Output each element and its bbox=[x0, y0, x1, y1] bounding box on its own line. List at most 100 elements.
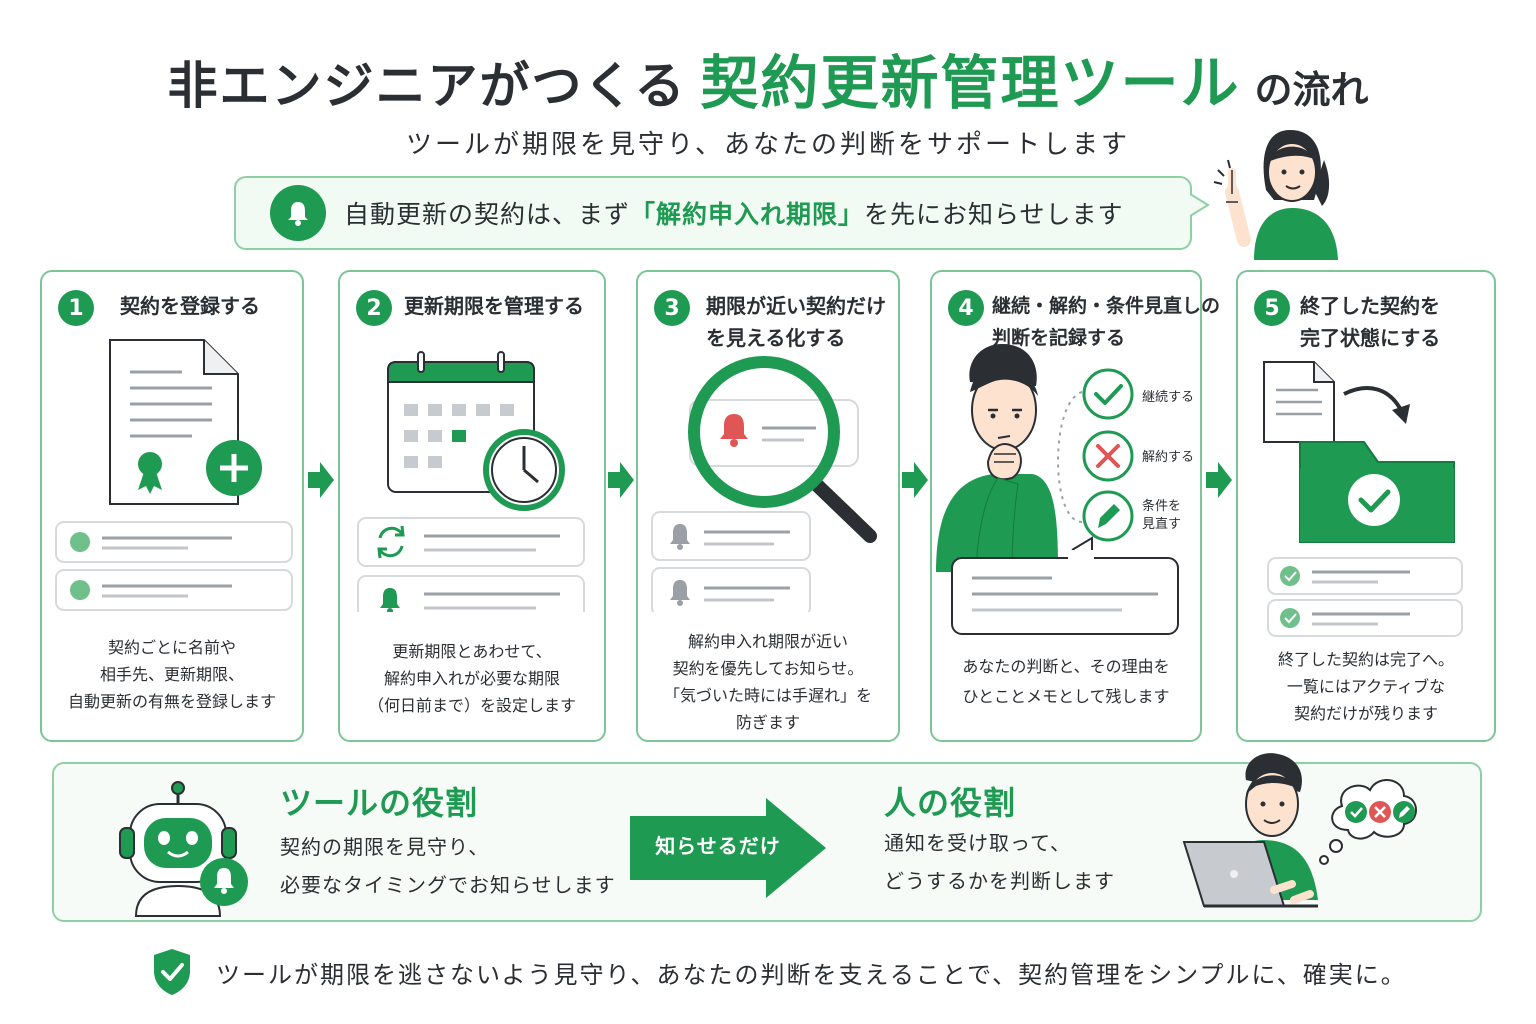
shield-check-icon bbox=[154, 949, 190, 995]
cross-icon bbox=[1082, 430, 1134, 482]
magnifier-illustration bbox=[651, 356, 877, 612]
flow-arrow-icon bbox=[608, 462, 634, 498]
title-part3: の流れ bbox=[1254, 68, 1369, 112]
desc-line: 解約申入れが必要な期限 bbox=[383, 669, 560, 688]
footer-message: ツールが期限を逃さないよう見守り、あなたの判断を支えることで、契約管理をシンプル… bbox=[150, 946, 1407, 998]
bell-icon bbox=[670, 524, 690, 550]
notify-only-arrow bbox=[630, 798, 826, 898]
desc-line: （何日前まで）を設定します bbox=[367, 696, 576, 715]
step-title-line: 判断を記録する bbox=[992, 327, 1126, 349]
step-number: 5 bbox=[1254, 290, 1290, 326]
notice-prefix: 自動更新の契約は、まず bbox=[344, 200, 631, 229]
page-title: 非エンジニアがつくる契約更新管理ツールの流れ bbox=[0, 36, 1536, 120]
flow-arrow-icon bbox=[308, 462, 334, 498]
desc-line: 更新期限とあわせて、 bbox=[392, 642, 552, 661]
step-card-5: 5 終了した契約を 完了状態にする 終了した契約は完了へ。 一覧にはアクティブな… bbox=[1236, 270, 1496, 742]
desc-line: 自動更新の有無を登録します bbox=[67, 692, 276, 711]
tool-role-title: ツールの役割 bbox=[280, 784, 479, 822]
option-continue-label: 継続する bbox=[1142, 390, 1195, 405]
seal-icon bbox=[138, 452, 162, 494]
step-description: 更新期限とあわせて、 解約申入れが必要な期限 （何日前まで）を設定します bbox=[340, 638, 604, 719]
human-role-title: 人の役割 bbox=[884, 784, 1017, 822]
desc-line: ひとことメモとして残します bbox=[962, 687, 1170, 706]
step-card-3: 3 期限が近い契約だけ を見える化する 解約申入れ期限が近い 契約を優先してお知… bbox=[636, 270, 900, 742]
check-icon bbox=[1082, 368, 1134, 420]
option-review-line: 見直す bbox=[1142, 517, 1182, 532]
title-part1: 非エンジニアがつくる bbox=[167, 57, 687, 115]
desc-line: あなたの判断と、その理由を bbox=[962, 657, 1170, 676]
person-laptop-illustration bbox=[1182, 753, 1417, 908]
desc-line: 「気づいた時には手遅れ」を bbox=[663, 686, 872, 705]
step-title: 更新期限を管理する bbox=[404, 290, 584, 322]
folder-complete-illustration bbox=[1263, 361, 1463, 637]
step-card-1: 1 契約を登録する 契約ごとに名前や 相手先、更新期限、 自動更新の有無を登録し bbox=[40, 270, 304, 742]
desc-line: 契約を優先してお知らせ。 bbox=[672, 659, 864, 678]
calendar-clock-illustration bbox=[357, 351, 585, 612]
notice-tail bbox=[1190, 193, 1210, 217]
alert-bell-icon bbox=[720, 414, 748, 447]
notice-banner: 自動更新の契約は、まず「解約申入れ期限」を先にお知らせします bbox=[234, 176, 1192, 250]
step-number: 3 bbox=[654, 290, 690, 326]
check-icon bbox=[1345, 801, 1367, 823]
pencil-icon bbox=[1393, 801, 1415, 823]
step-description: 契約ごとに名前や 相手先、更新期限、 自動更新の有無を登録します bbox=[42, 634, 302, 715]
step-title-line: 完了状態にする bbox=[1300, 326, 1441, 350]
desc-line: 相手先、更新期限、 bbox=[99, 665, 244, 684]
footer-text: ツールが期限を逃さないよう見守り、あなたの判断を支えることで、契約管理をシンプル… bbox=[216, 960, 1407, 989]
clock-icon bbox=[483, 429, 565, 511]
desc-line: 防ぎます bbox=[735, 713, 800, 732]
step-title: 契約を登録する bbox=[120, 290, 260, 322]
step-number: 2 bbox=[356, 290, 392, 326]
notice-suffix: を先にお知らせします bbox=[864, 200, 1124, 229]
bell-icon bbox=[270, 185, 326, 241]
step-title-line: 期限が近い契約だけ bbox=[706, 294, 886, 318]
pointing-person-illustration bbox=[1213, 130, 1338, 260]
notice-text: 自動更新の契約は、まず「解約申入れ期限」を先にお知らせします bbox=[344, 195, 1124, 231]
step-title: 期限が近い契約だけ を見える化する bbox=[706, 290, 886, 354]
step-title-line: 更新期限を管理する bbox=[404, 294, 584, 318]
bell-icon bbox=[670, 580, 690, 606]
flow-arrow-icon bbox=[902, 462, 928, 498]
desc-line: 契約ごとに名前や bbox=[107, 638, 236, 657]
plus-icon bbox=[206, 440, 262, 496]
page-subtitle: ツールが期限を見守り、あなたの判断をサポートします bbox=[406, 130, 1130, 160]
step-title: 継続・解約・条件見直しの 判断を記録する bbox=[992, 290, 1220, 354]
step-title-line: 契約を登録する bbox=[120, 294, 260, 318]
notice-highlight: 「解約申入れ期限」 bbox=[630, 200, 865, 229]
flow-arrow-icon bbox=[1206, 462, 1232, 498]
human-role-text: 通知を受け取って、 どうするかを判断します bbox=[884, 824, 1115, 900]
step-title-line: を見える化する bbox=[706, 326, 846, 350]
option-cancel-label: 解約する bbox=[1142, 450, 1195, 465]
pencil-icon bbox=[1082, 490, 1134, 542]
step-description: 解約申入れ期限が近い 契約を優先してお知らせ。 「気づいた時には手遅れ」を 防ぎ… bbox=[638, 628, 898, 736]
option-review-label: 条件を 見直す bbox=[1142, 498, 1181, 534]
step-card-2: 2 更新期限を管理する bbox=[338, 270, 606, 742]
document-add-illustration bbox=[55, 339, 293, 611]
desc-line: 一覧にはアクティブな bbox=[1286, 677, 1446, 696]
step-title-line: 継続・解約・条件見直しの bbox=[992, 295, 1221, 317]
title-part2: 契約更新管理ツール bbox=[700, 49, 1241, 117]
human-role-line: どうするかを判断します bbox=[884, 869, 1115, 893]
bell-icon bbox=[380, 588, 400, 612]
desc-line: 契約だけが残ります bbox=[1293, 704, 1438, 723]
step-description: あなたの判断と、その理由を ひとことメモとして残します bbox=[932, 652, 1200, 712]
step-number: 1 bbox=[58, 290, 94, 326]
robot-icon bbox=[119, 781, 248, 917]
step-title-line: 終了した契約を bbox=[1300, 294, 1440, 318]
step-number: 4 bbox=[948, 290, 984, 326]
step-card-4: 4 継続・解約・条件見直しの 判断を記録する bbox=[930, 270, 1220, 742]
step-description: 終了した契約は完了へ。 一覧にはアクティブな 契約だけが残ります bbox=[1238, 646, 1494, 727]
tool-role-line: 契約の期限を見守り、 bbox=[280, 835, 490, 859]
step-title: 終了した契約を 完了状態にする bbox=[1300, 290, 1440, 354]
desc-line: 終了した契約は完了へ。 bbox=[1277, 650, 1454, 669]
roles-panel: ツールの役割 契約の期限を見守り、 必要なタイミングでお知らせします 知らせるだ… bbox=[52, 753, 1482, 922]
option-review-line: 条件を bbox=[1142, 499, 1182, 514]
tool-role-line: 必要なタイミングでお知らせします bbox=[280, 873, 616, 897]
tool-role-text: 契約の期限を見守り、 必要なタイミングでお知らせします bbox=[280, 828, 616, 904]
cross-icon bbox=[1369, 801, 1391, 823]
desc-line: 解約申入れ期限が近い bbox=[687, 632, 848, 651]
notify-only-label: 知らせるだけ bbox=[655, 834, 781, 858]
human-role-line: 通知を受け取って、 bbox=[884, 831, 1071, 855]
refresh-icon bbox=[377, 525, 405, 559]
thinking-person-illustration bbox=[936, 344, 1179, 635]
